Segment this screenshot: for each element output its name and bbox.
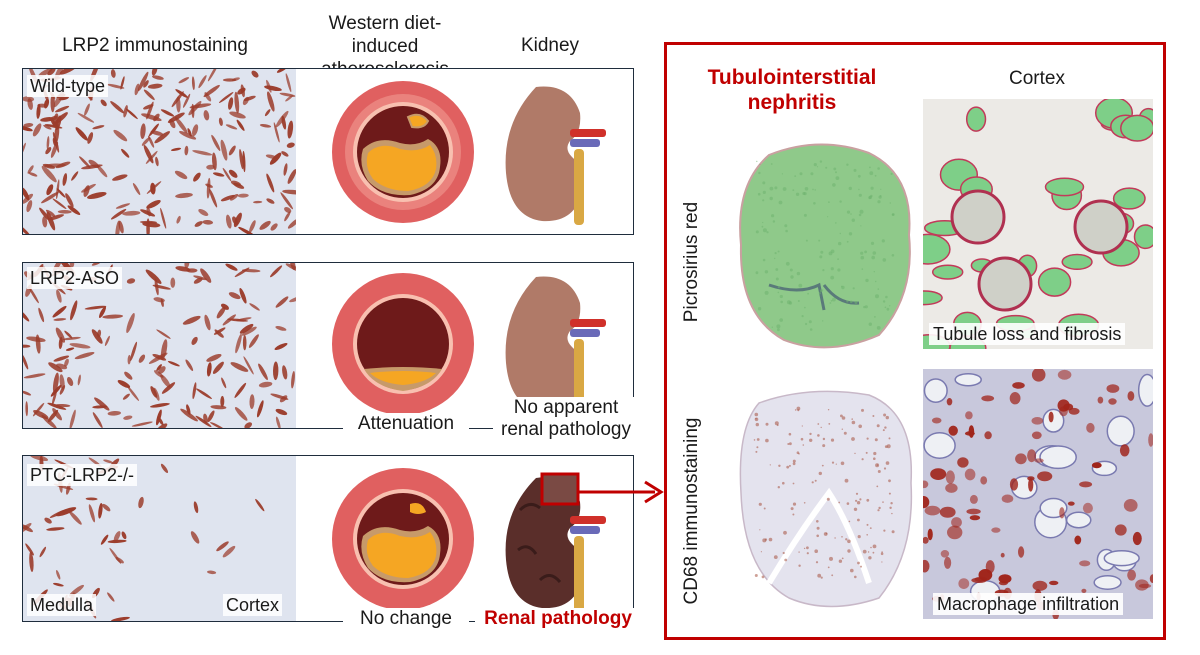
header-kidney: Kidney (520, 35, 580, 56)
row-ptc-lrp2-ko: PTC-LRP2-/- Medulla Cortex No change Ren… (22, 455, 641, 630)
kidney-diseased (505, 472, 606, 612)
kidney-normal (505, 276, 606, 415)
artery-normal-plaque (332, 81, 474, 223)
picrosirius-cortex-micrograph (923, 99, 1153, 349)
nephritis-inset: Tubulointerstitial nephritis Cortex Picr… (664, 42, 1166, 640)
genotype-label: Wild-type (27, 75, 109, 97)
genotype-label: PTC-LRP2-/- (27, 464, 138, 486)
artery-unchanged-plaque (332, 468, 474, 610)
caption-tubule-loss: Tubule loss and fibrosis (929, 323, 1126, 345)
zoom-arrow (577, 480, 664, 504)
row-wild-type: Wild-type (22, 68, 634, 235)
row-label-picrosirius: Picrosirius red (681, 201, 702, 323)
cd68-section-image (739, 390, 913, 608)
genotype-label: LRP2-ASO (27, 267, 123, 289)
header-lrp2: LRP2 immunostaining (62, 35, 248, 56)
inset-title: Tubulointerstitial nephritis (707, 66, 877, 114)
row-lrp2-aso: LRP2-ASO Attenuation No apparent renal p… (22, 262, 639, 441)
kidney-caption: No apparent renal pathology (493, 397, 639, 441)
kidney-caption-renal-pathology: Renal pathology (475, 608, 641, 630)
region-label-medulla: Medulla (27, 594, 97, 616)
atherosclerosis-caption: No change (343, 608, 469, 630)
cd68-cortex-micrograph (923, 369, 1153, 619)
artery-attenuated-plaque (332, 273, 474, 415)
inset-col-header: Cortex (1009, 68, 1065, 89)
caption-macrophage: Macrophage infiltration (933, 593, 1124, 615)
lrp2-stain-image (23, 263, 296, 428)
atherosclerosis-caption: Attenuation (343, 413, 469, 435)
row-label-cd68: CD68 immunostaining (681, 417, 702, 605)
kidney-normal (505, 86, 606, 225)
picrosirius-section-image (739, 143, 911, 349)
region-label-cortex: Cortex (223, 594, 283, 616)
